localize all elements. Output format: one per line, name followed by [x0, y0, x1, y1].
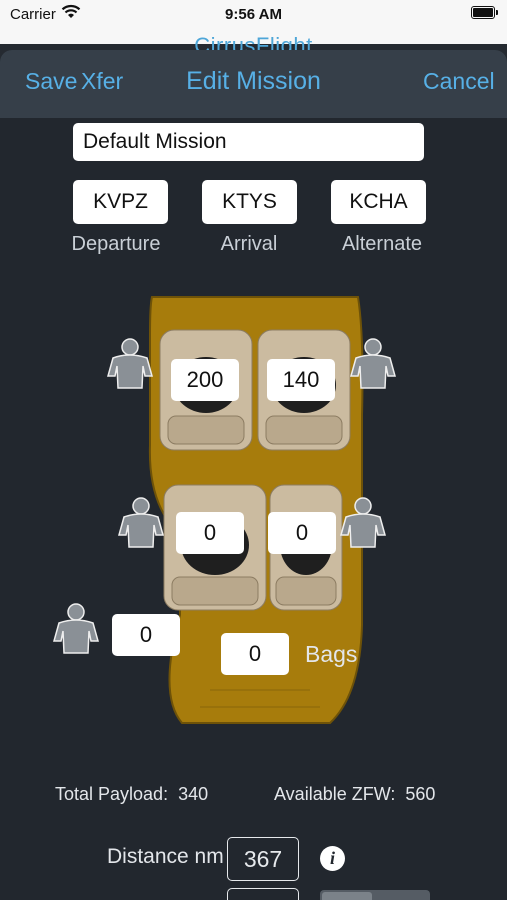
- person-icon: [350, 338, 396, 389]
- bags-label: Bags: [305, 641, 358, 667]
- status-time: 9:56 AM: [225, 6, 282, 23]
- departure-label: Departure: [71, 233, 161, 255]
- alternate-label: Alternate: [341, 233, 423, 255]
- departure-input[interactable]: KVPZ: [73, 180, 168, 224]
- wifi-icon: [61, 4, 81, 18]
- total-payload: Total Payload: 340: [55, 784, 208, 805]
- arrival-label: Arrival: [220, 233, 278, 255]
- front-right-weight-input[interactable]: 140: [267, 359, 335, 401]
- info-icon[interactable]: i: [320, 846, 345, 871]
- battery-icon: [471, 6, 498, 19]
- carrier-label: Carrier: [10, 6, 56, 23]
- front-left-weight-input[interactable]: 200: [171, 359, 239, 401]
- person-icon: [53, 603, 99, 654]
- total-payload-label: Total Payload:: [55, 784, 169, 804]
- page-title: Edit Mission: [186, 67, 321, 95]
- save-button[interactable]: Save: [25, 68, 78, 94]
- person-icon: [107, 338, 153, 389]
- segmented-toggle[interactable]: [320, 890, 430, 900]
- nav-bar: Save Xfer Edit Mission Cancel: [0, 50, 507, 118]
- available-zfw: Available ZFW: 560: [274, 784, 435, 805]
- third-row-weight-input[interactable]: 0: [112, 614, 180, 656]
- xfer-button[interactable]: Xfer: [81, 68, 124, 94]
- available-zfw-label: Available ZFW:: [274, 784, 396, 804]
- mission-name-input[interactable]: Default Mission: [73, 123, 424, 161]
- distance-label: Distance nm: [107, 845, 224, 868]
- total-payload-value: 340: [178, 784, 209, 804]
- toggle-knob[interactable]: [322, 892, 372, 900]
- available-zfw-value: 560: [405, 784, 436, 804]
- person-icon: [340, 497, 386, 548]
- distance-input[interactable]: 367: [227, 837, 299, 881]
- cancel-button[interactable]: Cancel: [423, 68, 495, 94]
- bags-weight-input[interactable]: 0: [221, 633, 289, 675]
- rear-left-weight-input[interactable]: 0: [176, 512, 244, 554]
- person-icon: [118, 497, 164, 548]
- rear-right-weight-input[interactable]: 0: [268, 512, 336, 554]
- edit-mission-sheet: Save Xfer Edit Mission Cancel Default Mi…: [0, 50, 507, 900]
- status-bar: Carrier 9:56 AM: [0, 0, 507, 44]
- arrival-input[interactable]: KTYS: [202, 180, 297, 224]
- secondary-input[interactable]: 0: [227, 888, 299, 900]
- alternate-input[interactable]: KCHA: [331, 180, 426, 224]
